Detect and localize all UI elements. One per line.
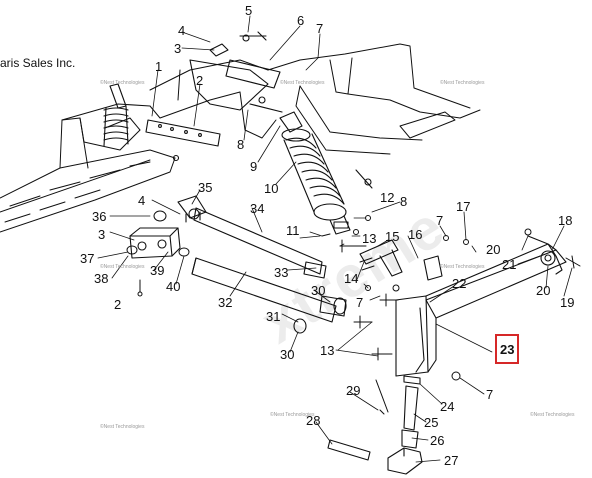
callout-29: 29	[346, 383, 361, 398]
link-bracket	[359, 239, 443, 281]
callout-23-highlighted[interactable]: 23	[500, 342, 515, 357]
callout-25: 25	[424, 415, 439, 430]
callout-3: 3	[174, 41, 182, 56]
callout-18: 18	[558, 213, 573, 228]
rod-end	[293, 295, 347, 334]
rocker-bracket	[189, 31, 283, 113]
left-shock-absorber	[103, 83, 129, 147]
callout-8: 8	[237, 137, 245, 152]
upper-torque-arm	[193, 207, 327, 279]
highlight-box	[495, 334, 519, 364]
callout-7b: 7	[436, 213, 444, 228]
callout-38: 38	[94, 271, 109, 286]
leader-lines	[97, 15, 573, 463]
callout-11: 11	[286, 223, 300, 238]
lower-bracket	[129, 227, 181, 259]
callout-27: 27	[444, 453, 459, 468]
callout-7d: 7	[486, 387, 494, 402]
callout-10: 10	[264, 181, 279, 196]
callout-39: 39	[150, 263, 165, 278]
watermark-text: ©Nest Technologies	[280, 80, 325, 86]
callout-37: 37	[80, 251, 95, 266]
shaft-assembly	[387, 375, 423, 475]
copyright-text: aris Sales Inc.	[0, 56, 76, 70]
callout-22: 22	[452, 276, 467, 291]
callout-3b: 3	[98, 227, 106, 242]
callout-32: 32	[218, 295, 233, 310]
hardware	[126, 208, 581, 415]
callout-35: 35	[198, 180, 213, 195]
callout-14: 14	[344, 271, 359, 286]
callout-2b: 2	[114, 297, 122, 312]
mounting-plate	[145, 119, 221, 162]
callout-4b: 4	[138, 193, 146, 208]
callout-36: 36	[92, 209, 107, 224]
callout-13b: 13	[320, 343, 335, 358]
watermark-text: ©Nest Technologies	[100, 264, 145, 270]
callout-12: 12	[380, 190, 395, 205]
callout-8b: 8	[400, 194, 408, 209]
callout-19: 19	[560, 295, 575, 310]
callout-20: 20	[486, 242, 501, 257]
rod	[327, 439, 371, 461]
callout-31: 31	[266, 309, 281, 324]
callout-40: 40	[166, 279, 181, 294]
callout-9: 9	[250, 159, 258, 174]
watermark-text: ©Nest Technologies	[440, 264, 485, 270]
watermark-text: ©Nest Technologies	[100, 424, 145, 430]
callout-33: 33	[274, 265, 289, 280]
lower-torque-arm	[191, 257, 337, 323]
callout-2: 2	[196, 73, 204, 88]
callout-26: 26	[430, 433, 445, 448]
front-arm	[395, 235, 567, 377]
callout-7: 7	[316, 21, 324, 36]
callout-17: 17	[456, 199, 471, 214]
callout-13: 13	[362, 231, 377, 246]
watermark-text: ©Nest Technologies	[100, 80, 145, 86]
callout-28: 28	[306, 413, 321, 428]
callout-34: 34	[250, 201, 265, 216]
watermark-text: ©Nest Technologies	[440, 80, 485, 86]
callout-21: 21	[502, 257, 517, 272]
callout-30b: 30	[280, 347, 295, 362]
callout-24: 24	[440, 399, 455, 414]
callout-4: 4	[178, 23, 186, 38]
watermark-text: ©Nest Technologies	[530, 412, 575, 418]
callout-5: 5	[245, 3, 253, 18]
callout-30: 30	[311, 283, 326, 298]
callout-1: 1	[155, 59, 163, 74]
callout-6: 6	[297, 13, 305, 28]
center-shock-absorber	[279, 111, 373, 235]
callout-7c: 7	[356, 295, 364, 310]
watermark-text: ©Nest Technologies	[270, 412, 315, 418]
callout-20b: 20	[536, 283, 551, 298]
callout-15: 15	[385, 229, 400, 244]
callout-16: 16	[408, 227, 423, 242]
chassis-frame	[0, 43, 481, 233]
